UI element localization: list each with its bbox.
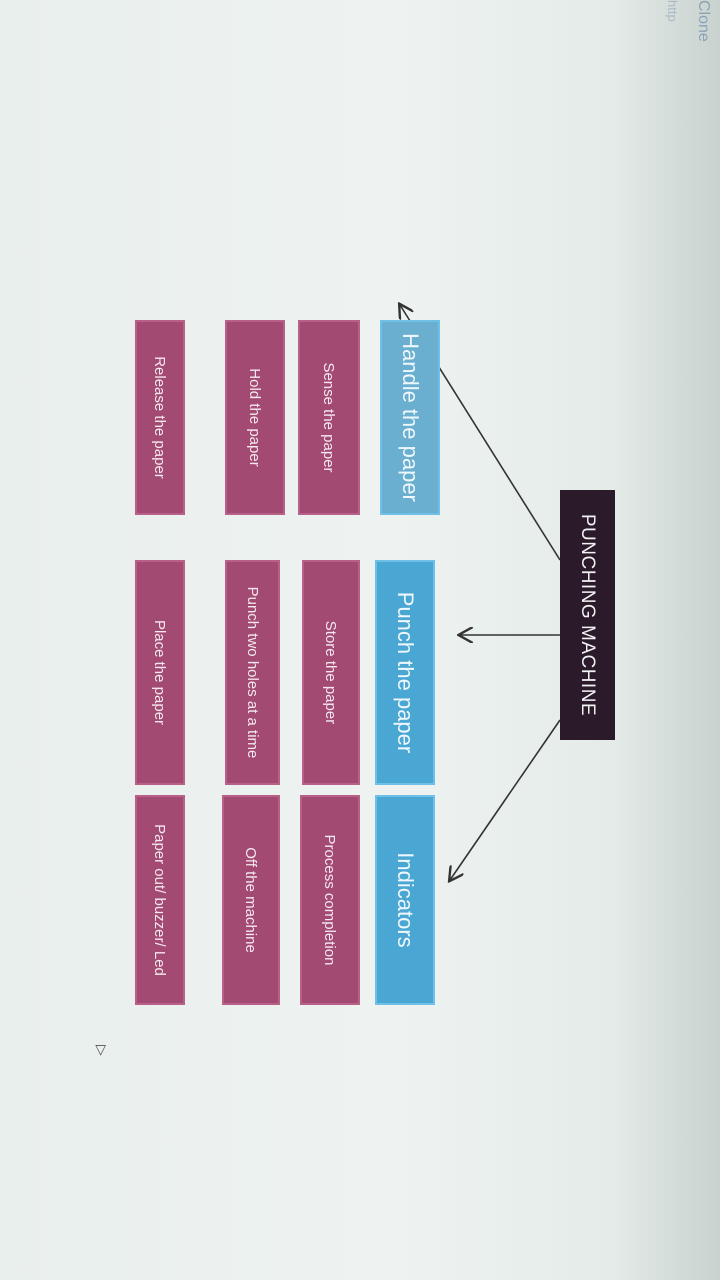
- item-paper-out-indicator: Paper out/ buzzer/ Led: [135, 795, 185, 1005]
- item-sense-paper: Sense the paper: [298, 320, 360, 515]
- item-process-completion: Process completion: [300, 795, 360, 1005]
- arrow-right: [450, 719, 561, 880]
- item-release-paper: Release the paper: [135, 320, 185, 515]
- header-indicators: Indicators: [375, 795, 435, 1005]
- root-node: PUNCHING MACHINE: [560, 490, 615, 740]
- item-off-machine: Off the machine: [222, 795, 280, 1005]
- header-handle-paper: Handle the paper: [380, 320, 440, 515]
- item-place-paper: Place the paper: [135, 560, 185, 785]
- header-punch-paper: Punch the paper: [375, 560, 435, 785]
- mouse-cursor-icon: ▷: [94, 1045, 110, 1056]
- item-store-paper: Store the paper: [302, 560, 360, 785]
- item-punch-two-holes: Punch two holes at a time: [225, 560, 280, 785]
- item-hold-paper: Hold the paper: [225, 320, 285, 515]
